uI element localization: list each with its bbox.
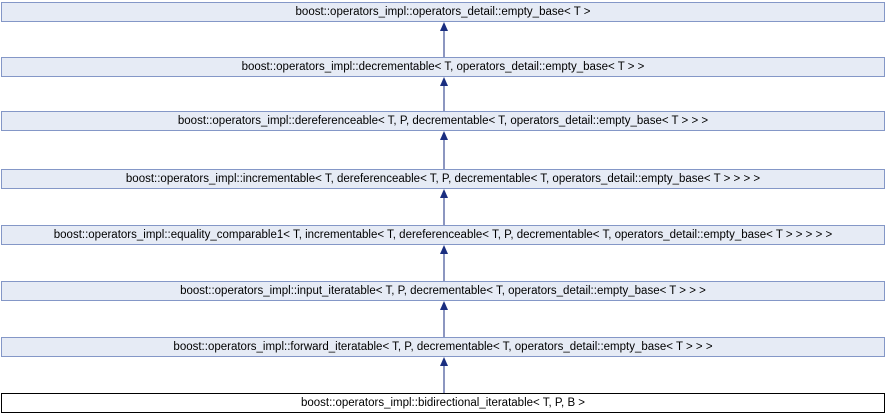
class-node-empty-base[interactable]: boost::operators_impl::operators_detail:… (1, 2, 885, 22)
edge-arrowhead (440, 245, 448, 254)
inheritance-arrow (440, 189, 448, 225)
inheritance-arrow (440, 245, 448, 281)
inheritance-arrow (440, 357, 448, 393)
edge-arrowhead (440, 131, 448, 140)
class-node-bidirectional-iteratable: boost::operators_impl::bidirectional_ite… (1, 393, 885, 413)
edge-arrowhead (440, 357, 448, 366)
class-node-dereferenceable[interactable]: boost::operators_impl::dereferenceable< … (1, 111, 885, 131)
edge-arrowhead (440, 77, 448, 86)
class-node-input-iteratable[interactable]: boost::operators_impl::input_iteratable<… (1, 281, 885, 301)
inheritance-arrow (440, 22, 448, 57)
class-node-equality-comparable1[interactable]: boost::operators_impl::equality_comparab… (1, 225, 885, 245)
edge-arrowhead (440, 189, 448, 198)
class-node-forward-iteratable[interactable]: boost::operators_impl::forward_iteratabl… (1, 337, 885, 357)
inheritance-arrow (440, 77, 448, 111)
class-node-decrementable[interactable]: boost::operators_impl::decrementable< T,… (1, 57, 885, 77)
inheritance-arrow (440, 301, 448, 337)
edge-arrowhead (440, 301, 448, 310)
class-node-incrementable[interactable]: boost::operators_impl::incrementable< T,… (1, 169, 885, 189)
inheritance-arrow (440, 131, 448, 169)
edge-arrowhead (440, 22, 448, 31)
